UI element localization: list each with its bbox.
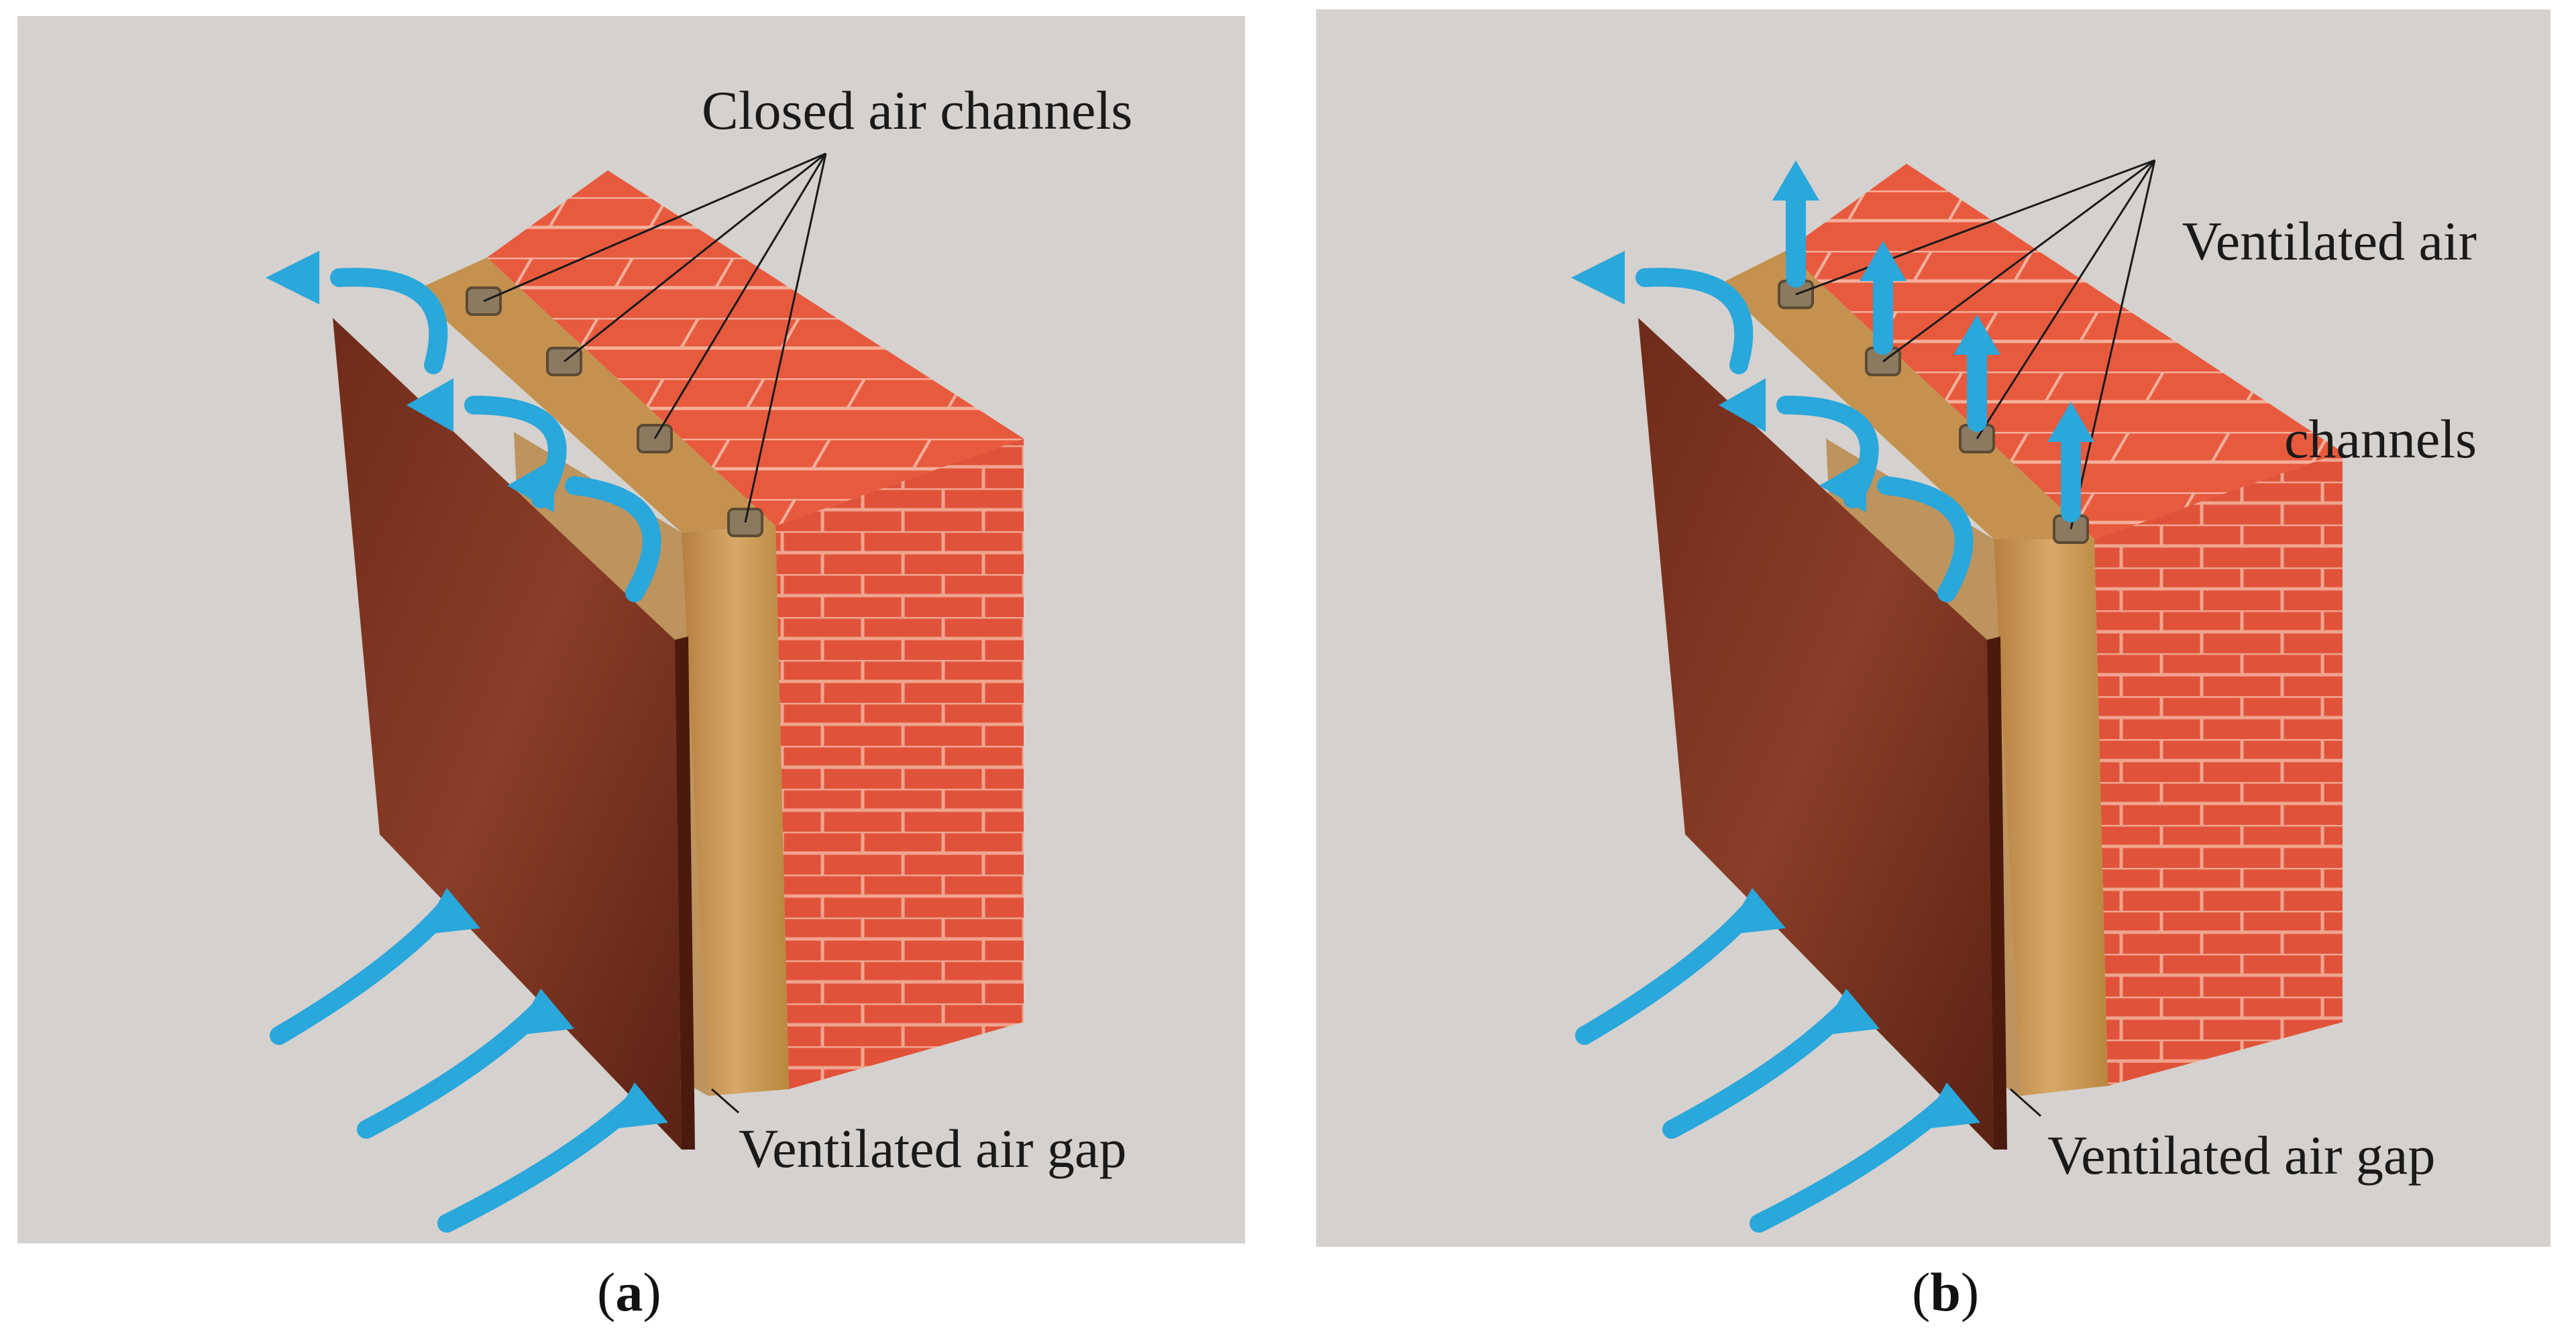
wall-illustration-closed bbox=[266, 152, 1024, 1233]
wall-illustration-ventilated bbox=[1571, 159, 2343, 1233]
caption-open-paren: ( bbox=[597, 1262, 616, 1323]
caption-a: (a) bbox=[597, 1261, 661, 1324]
insulation-side bbox=[1719, 251, 2094, 539]
caption-close-paren: ) bbox=[1960, 1262, 1980, 1323]
callout-line-2: channels bbox=[2284, 408, 2477, 469]
brick-wall-face bbox=[775, 439, 1024, 1089]
caption-letter: b bbox=[1930, 1262, 1961, 1323]
panel-a: Closed air channels Ventilated air gap bbox=[17, 16, 1245, 1243]
caption-close-paren: ) bbox=[643, 1262, 661, 1323]
cladding-panel bbox=[333, 318, 682, 1150]
insulation-side bbox=[413, 258, 775, 533]
callout-closed-air-channels: Closed air channels bbox=[702, 80, 1133, 141]
airflow-inlet-arrow bbox=[437, 1093, 644, 1233]
insulation-layer bbox=[682, 526, 789, 1096]
callout-leader-lines bbox=[483, 152, 827, 1114]
brick-wall-top bbox=[487, 170, 1024, 526]
airflow-inlet-arrow bbox=[270, 899, 456, 1045]
airflow-inlet-arrow bbox=[1750, 1093, 1956, 1233]
airflow-outlet-arrow bbox=[330, 268, 448, 374]
callout-leader-lines bbox=[1795, 159, 2156, 1117]
airflow-outlet-arrow bbox=[565, 476, 661, 602]
airflow-inlet-arrow bbox=[357, 999, 550, 1139]
airflow-outlet-arrow bbox=[1635, 268, 1754, 374]
panel-b: Ventilated air channels Ventilated air g… bbox=[1316, 9, 2551, 1247]
airflow-inlet-arrow bbox=[1662, 999, 1856, 1139]
caption-open-paren: ( bbox=[1912, 1262, 1931, 1323]
cladding-panel bbox=[1638, 318, 1994, 1150]
brick-wall-face bbox=[2094, 452, 2343, 1086]
caption-b: (b) bbox=[1912, 1261, 1979, 1324]
callout-ventilated-air-channels: Ventilated air channels bbox=[2182, 76, 2477, 604]
insulation-layer bbox=[1994, 539, 2108, 1096]
channel-exhaust-arrows bbox=[1786, 180, 2081, 522]
callout-ventilated-air-gap: Ventilated air gap bbox=[739, 1118, 1127, 1179]
brick-wall-top bbox=[1786, 164, 2343, 539]
airflow-outlet-arrow bbox=[1877, 476, 1974, 602]
airflow-inlet-arrow bbox=[1575, 899, 1762, 1045]
callout-ventilated-air-gap: Ventilated air gap bbox=[2047, 1125, 2436, 1186]
callout-line-1: Ventilated air bbox=[2182, 210, 2477, 272]
caption-letter: a bbox=[615, 1262, 643, 1323]
